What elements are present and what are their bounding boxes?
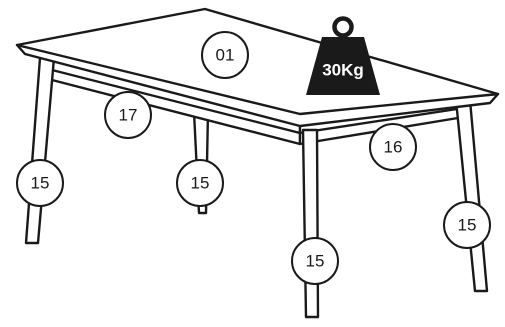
callout-leg-front-left: 15 [16, 159, 64, 207]
callout-leg-front-right: 15 [291, 237, 339, 285]
callout-rail-long: 17 [104, 91, 152, 139]
callout-rail-short: 16 [369, 123, 417, 171]
callout-tabletop-label: 01 [216, 46, 235, 65]
callout-leg-front-left-label: 15 [31, 174, 50, 193]
callout-leg-back-right: 15 [443, 201, 491, 249]
tabletop [15, 7, 500, 128]
leg-front-right [301, 128, 320, 319]
weight-icon: 30Kg [306, 16, 380, 95]
callout-tabletop: 01 [201, 31, 249, 79]
callout-leg-back-right-label: 15 [458, 216, 477, 235]
callout-rail-short-label: 16 [384, 138, 403, 157]
callout-rail-long-label: 17 [119, 106, 138, 125]
callout-leg-front-right-label: 15 [306, 252, 325, 271]
leg-back-right [454, 98, 489, 293]
weight-label: 30Kg [322, 61, 364, 80]
leg-front-left [24, 56, 56, 245]
callout-leg-back-left: 15 [176, 159, 224, 207]
callout-leg-back-left-label: 15 [191, 174, 210, 193]
